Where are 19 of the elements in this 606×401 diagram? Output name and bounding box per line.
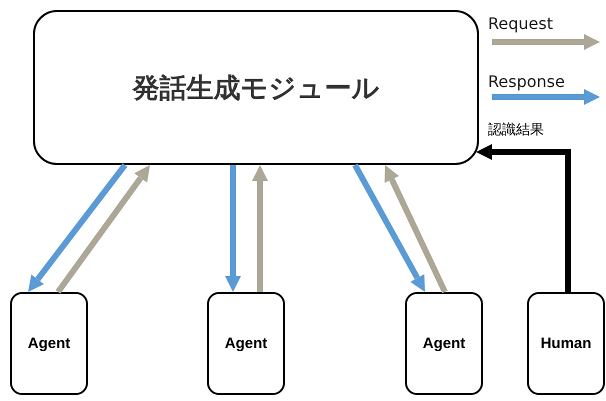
legend-label: Response <box>488 72 565 91</box>
agent-box <box>527 292 605 395</box>
node-label: 発話生成モジュール <box>132 72 380 106</box>
node-label: Agent <box>28 335 70 352</box>
module-box <box>33 10 479 165</box>
arrow <box>28 163 128 292</box>
agent-box <box>405 292 483 395</box>
legend-label: Request <box>488 14 553 33</box>
arrow <box>252 165 268 292</box>
node-label: Agent <box>224 335 268 352</box>
node-label: Human <box>540 335 592 352</box>
node-label: Agent <box>422 335 466 352</box>
arrow <box>225 165 241 292</box>
arrow <box>384 165 448 294</box>
edge-label: 認識結果 <box>488 121 544 139</box>
arrow <box>476 144 571 292</box>
agent-box <box>10 292 88 395</box>
agent-box <box>207 292 285 395</box>
arrow <box>352 164 425 292</box>
